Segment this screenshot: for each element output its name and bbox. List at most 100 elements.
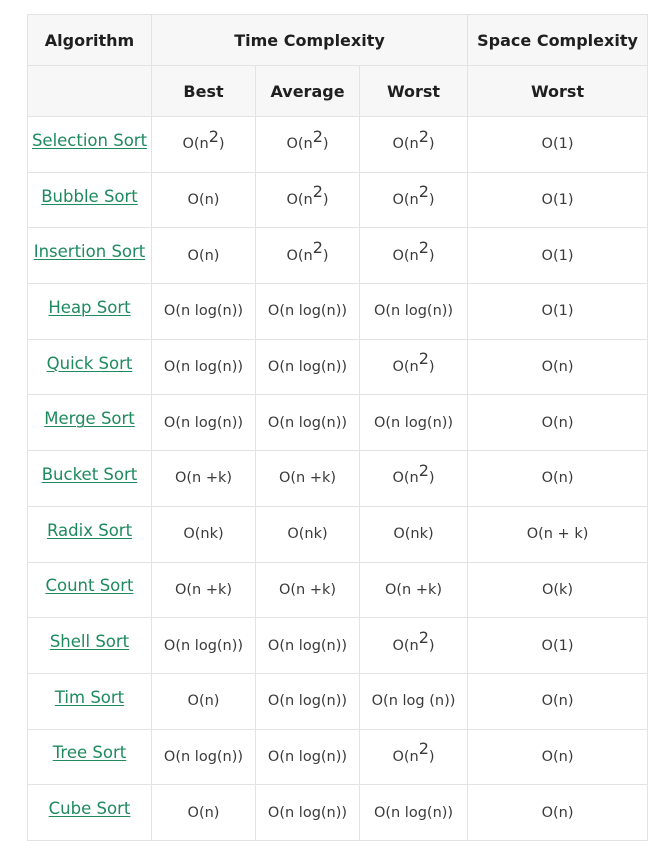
space-complexity-cell: O(1) — [467, 617, 649, 674]
worst-complexity-value: O(n2) — [392, 739, 435, 765]
algorithm-cell: Radix Sort — [27, 505, 152, 563]
worst-complexity-value: O(n +k) — [384, 581, 443, 598]
space-complexity-cell: O(n + k) — [467, 505, 649, 563]
table-row: Shell Sort O(n log(n)) O(n log(n)) O(n2) O(1… — [27, 617, 649, 674]
space-complexity-cell: O(k) — [467, 561, 649, 619]
worst-complexity-value: O(n log (n)) — [371, 693, 456, 710]
worst-complexity-value: O(n log(n)) — [373, 804, 454, 821]
header-blank — [27, 65, 152, 117]
algorithm-cell: Shell Sort — [27, 617, 152, 674]
worst-complexity-cell: O(n2) — [358, 227, 469, 285]
table-row: Bucket Sort O(n +k) O(n +k) O(n2) O(n) — [27, 450, 649, 507]
best-complexity-value: O(n) — [187, 804, 220, 821]
algorithm-link[interactable]: Quick Sort — [46, 353, 133, 373]
worst-complexity-cell: O(n log(n)) — [358, 394, 469, 452]
algorithm-link[interactable]: Shell Sort — [49, 632, 130, 652]
algorithm-link[interactable]: Tree Sort — [52, 743, 127, 763]
best-complexity-cell: O(n log(n)) — [151, 617, 256, 674]
best-complexity-cell: O(n +k) — [151, 450, 256, 507]
algorithm-cell: Count Sort — [27, 561, 152, 619]
average-complexity-cell: O(n log(n)) — [255, 784, 360, 841]
best-complexity-cell: O(nk) — [151, 505, 256, 563]
best-complexity-cell: O(n2) — [151, 116, 256, 173]
table-row: Radix Sort O(nk) O(nk) O(nk) O(n + k) — [27, 505, 649, 563]
space-complexity-value: O(1) — [541, 192, 574, 209]
worst-complexity-value: O(nk) — [393, 526, 434, 543]
average-complexity-cell: O(n log(n)) — [255, 338, 360, 396]
average-complexity-value: O(n2) — [286, 237, 329, 264]
average-complexity-value: O(nk) — [287, 526, 328, 543]
space-complexity-value: O(n) — [541, 470, 574, 487]
worst-complexity-cell: O(n2) — [358, 116, 469, 173]
average-complexity-value: O(n +k) — [278, 581, 337, 598]
average-complexity-cell: O(n log(n)) — [255, 283, 360, 340]
space-complexity-cell: O(n) — [467, 728, 649, 786]
space-complexity-value: O(1) — [541, 247, 574, 264]
best-complexity-value: O(n log(n)) — [163, 414, 244, 431]
algorithm-link[interactable]: Count Sort — [45, 576, 134, 596]
algorithm-link[interactable]: Merge Sort — [44, 409, 135, 429]
best-complexity-cell: O(n) — [151, 171, 256, 229]
space-complexity-value: O(n) — [541, 359, 574, 376]
average-complexity-value: O(n log(n)) — [267, 414, 348, 431]
space-complexity-value: O(n) — [541, 693, 574, 710]
worst-complexity-cell: O(n log(n)) — [358, 784, 469, 841]
average-complexity-cell: O(n2) — [255, 171, 360, 229]
best-complexity-value: O(n log(n)) — [163, 637, 244, 654]
header-best: Best — [151, 65, 256, 117]
space-complexity-cell: O(1) — [467, 227, 649, 285]
space-complexity-cell: O(n) — [467, 784, 649, 841]
algorithm-cell: Bucket Sort — [27, 450, 152, 507]
algorithm-cell: Tree Sort — [27, 728, 152, 786]
best-complexity-value: O(n) — [187, 693, 220, 710]
average-complexity-cell: O(n log(n)) — [255, 394, 360, 452]
worst-complexity-cell: O(n +k) — [358, 561, 469, 619]
algorithm-link[interactable]: Insertion Sort — [33, 242, 146, 262]
table-header: Algorithm Time Complexity Space Complexi… — [27, 14, 649, 117]
table-row: Bubble Sort O(n) O(n2) O(n2) O(1) — [27, 171, 649, 229]
average-complexity-cell: O(n2) — [255, 227, 360, 285]
worst-complexity-cell: O(n2) — [358, 171, 469, 229]
algorithm-link[interactable]: Radix Sort — [46, 520, 133, 540]
space-complexity-cell: O(1) — [467, 171, 649, 229]
worst-complexity-value: O(n2) — [392, 460, 435, 487]
algorithm-cell: Heap Sort — [27, 283, 152, 340]
algorithm-link[interactable]: Tim Sort — [54, 687, 125, 707]
worst-complexity-value: O(n2) — [392, 237, 435, 264]
worst-complexity-cell: O(n log(n)) — [358, 283, 469, 340]
best-complexity-cell: O(n log(n)) — [151, 283, 256, 340]
table-row: Heap Sort O(n log(n)) O(n log(n)) O(n log(n… — [27, 283, 649, 340]
space-complexity-cell: O(1) — [467, 116, 649, 173]
algorithm-cell: Insertion Sort — [27, 227, 152, 285]
algorithm-link[interactable]: Selection Sort — [31, 130, 148, 150]
space-complexity-cell: O(n) — [467, 338, 649, 396]
average-complexity-value: O(n log(n)) — [267, 303, 348, 320]
algorithm-link[interactable]: Bucket Sort — [41, 464, 138, 484]
best-complexity-cell: O(n) — [151, 784, 256, 841]
average-complexity-value: O(n2) — [286, 182, 329, 209]
header-space-complexity: Space Complexity — [467, 14, 649, 66]
algorithm-link[interactable]: Heap Sort — [48, 297, 131, 317]
average-complexity-value: O(n +k) — [278, 470, 337, 487]
average-complexity-cell: O(n log(n)) — [255, 617, 360, 674]
best-complexity-value: O(n +k) — [174, 470, 233, 487]
table-row: Merge Sort O(n log(n)) O(n log(n)) O(n log(… — [27, 394, 649, 452]
space-complexity-cell: O(n) — [467, 672, 649, 730]
best-complexity-cell: O(n log(n)) — [151, 338, 256, 396]
best-complexity-value: O(n log(n)) — [163, 748, 244, 765]
header-row-sub: Best Average Worst Worst — [27, 65, 649, 117]
table-row: Tim Sort O(n) O(n log(n)) O(n log (n)) O(n) — [27, 672, 649, 730]
worst-complexity-value: O(n2) — [392, 627, 435, 654]
space-complexity-value: O(1) — [541, 637, 574, 654]
best-complexity-value: O(n) — [187, 247, 220, 264]
algorithm-link[interactable]: Bubble Sort — [41, 186, 138, 206]
algorithm-link[interactable]: Cube Sort — [48, 799, 131, 819]
worst-complexity-value: O(n log(n)) — [373, 303, 454, 320]
space-complexity-value: O(n + k) — [526, 526, 589, 543]
average-complexity-value: O(n2) — [286, 126, 329, 153]
average-complexity-cell: O(n +k) — [255, 450, 360, 507]
average-complexity-cell: O(n log(n)) — [255, 672, 360, 730]
